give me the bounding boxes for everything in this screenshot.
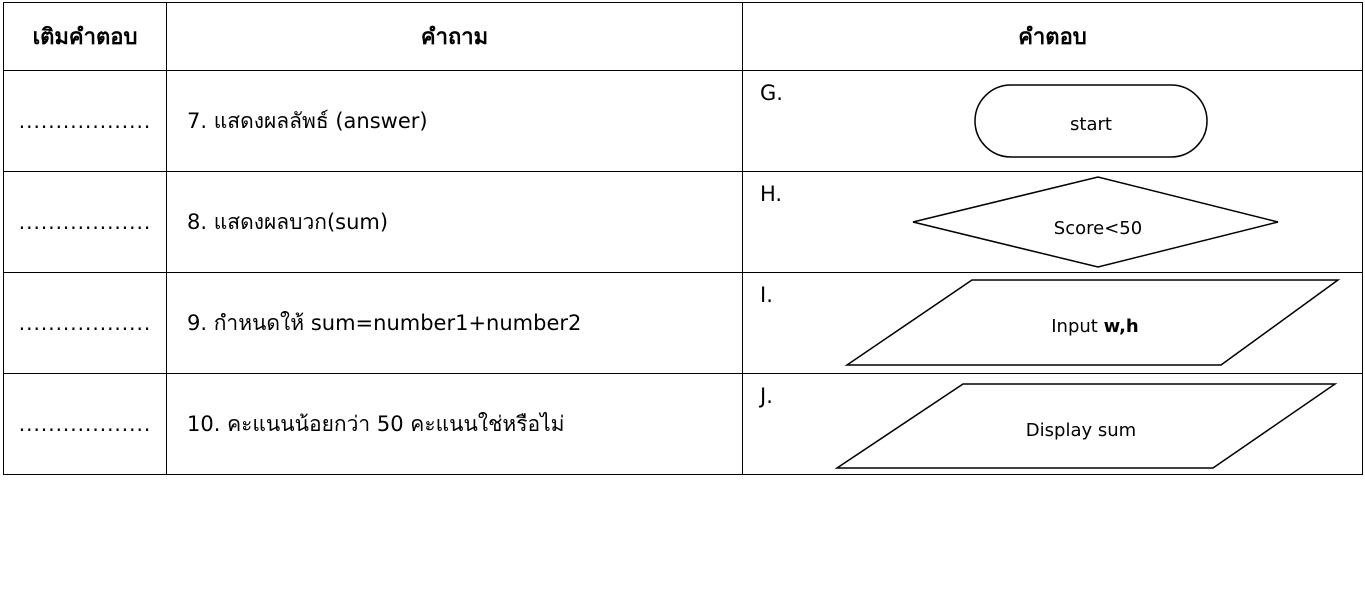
table-row: .................. 7. แสดงผลลัพธ์ (answe… (3, 70, 1363, 172)
shape-label: Display sum (1026, 420, 1136, 441)
answer-blank[interactable]: .................. (3, 373, 167, 475)
header-row: เติมคำตอบ คำถาม คำตอบ (3, 2, 1363, 71)
question-text: 7. แสดงผลลัพธ์ (answer) (166, 70, 743, 172)
shape-label: Score<50 (1054, 218, 1142, 239)
question-text: 9. กำหนดให้ sum=number1+number2 (166, 272, 743, 374)
answer-letter: J. (760, 384, 773, 408)
header-answer: คำตอบ (742, 2, 1363, 71)
table-row: .................. 9. กำหนดให้ sum=numbe… (3, 272, 1363, 374)
decision-shape: Score<50 (912, 176, 1279, 268)
answer-blank[interactable]: .................. (3, 171, 167, 273)
answer-cell: H. Score<50 (742, 171, 1363, 273)
answer-cell: G. start (742, 70, 1363, 172)
shape-label: start (1070, 114, 1112, 135)
shape-label: Input w,h (1051, 316, 1138, 337)
header-question: คำถาม (166, 2, 743, 71)
question-text: 8. แสดงผลบวก(sum) (166, 171, 743, 273)
answer-blank[interactable]: .................. (3, 272, 167, 374)
question-text: 10. คะแนนน้อยกว่า 50 คะแนนใช่หรือไม่ (166, 373, 743, 475)
terminator-shape: start (974, 84, 1208, 158)
header-fill-answer: เติมคำตอบ (3, 2, 167, 71)
table-row: .................. 10. คะแนนน้อยกว่า 50 … (3, 373, 1363, 475)
answer-cell: J. Display sum (742, 373, 1363, 475)
answer-blank[interactable]: .................. (3, 70, 167, 172)
answer-letter: I. (760, 283, 773, 307)
answer-letter: G. (760, 81, 783, 105)
worksheet-table: เติมคำตอบ คำถาม คำตอบ ..................… (3, 2, 1363, 475)
answer-letter: H. (760, 182, 783, 206)
answer-cell: I. Input w,h (742, 272, 1363, 374)
input-output-shape: Display sum (834, 383, 1338, 469)
table-row: .................. 8. แสดงผลบวก(sum) H. … (3, 171, 1363, 273)
input-output-shape: Input w,h (844, 279, 1341, 366)
